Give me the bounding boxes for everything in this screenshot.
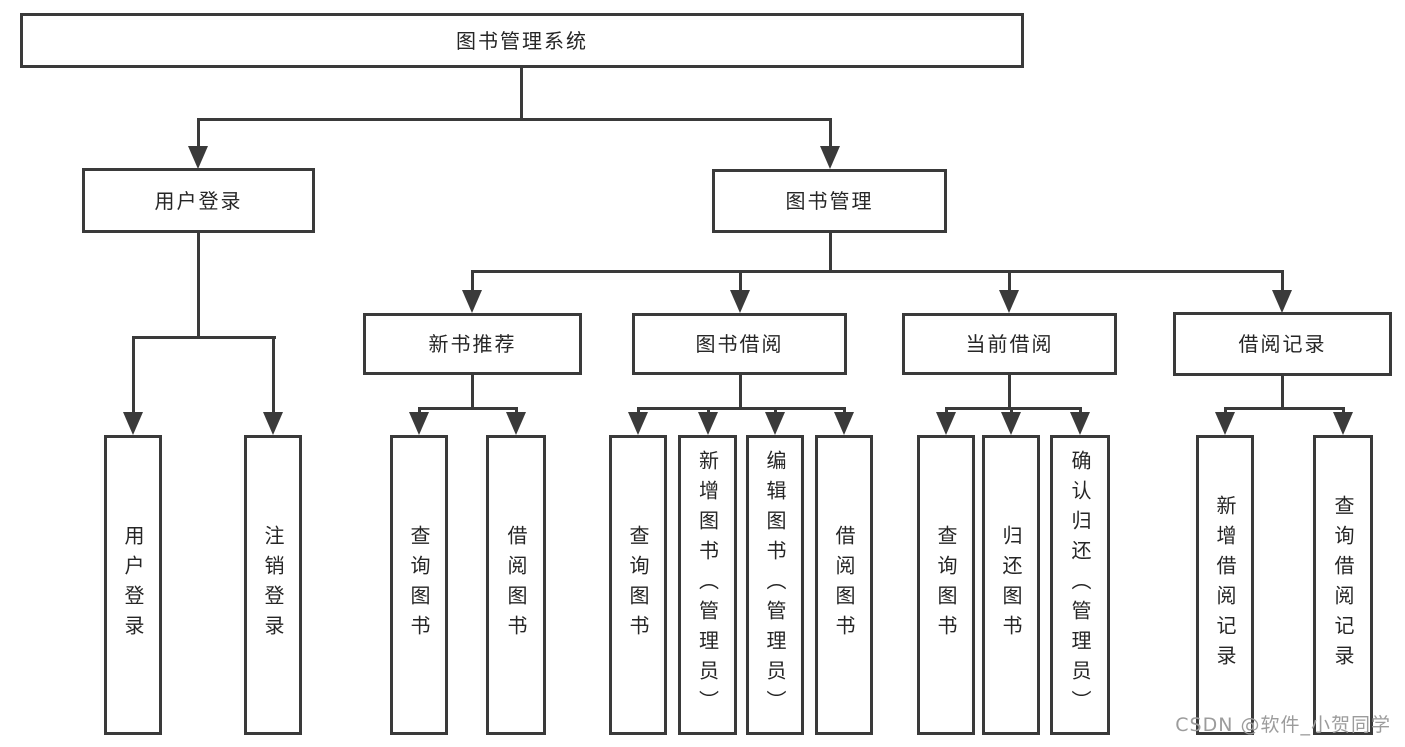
arrow-down-icon xyxy=(1333,412,1353,435)
leaf-query-borrow-record: 查询借阅记录 xyxy=(1313,435,1373,735)
leaf-confirm-return-admin: 确认归还（管理员） xyxy=(1050,435,1110,735)
node-user-login: 用户登录 xyxy=(82,168,315,233)
node-user-login-label: 用户登录 xyxy=(154,188,243,213)
arrow-down-icon xyxy=(123,412,143,435)
connector-line xyxy=(471,270,1284,273)
arrow-down-icon xyxy=(462,290,482,313)
connector-line xyxy=(707,407,710,415)
node-book-borrowing-label: 图书借阅 xyxy=(695,332,784,356)
leaf-edit-books-admin-label: 编辑图书（管理员） xyxy=(763,450,787,720)
node-book-management-label: 图书管理 xyxy=(785,189,874,213)
node-new-book-recommend: 新书推荐 xyxy=(363,313,582,375)
leaf-logout-label: 注销登录 xyxy=(261,525,285,645)
connector-line xyxy=(1342,407,1345,415)
connector-line xyxy=(774,407,777,415)
leaf-add-books-admin: 新增图书（管理员） xyxy=(678,435,737,735)
connector-line xyxy=(1281,374,1284,409)
connector-line xyxy=(1008,373,1011,409)
arrow-down-icon xyxy=(1070,412,1090,435)
connector-line xyxy=(1281,270,1284,292)
leaf-query-books-2-label: 查询图书 xyxy=(626,525,650,645)
leaf-return-books: 归还图书 xyxy=(982,435,1040,735)
connector-line xyxy=(520,68,523,118)
node-root-label: 图书管理系统 xyxy=(456,28,588,53)
leaf-query-books-1: 查询图书 xyxy=(390,435,448,735)
arrow-down-icon xyxy=(936,412,956,435)
connector-line xyxy=(197,118,200,148)
leaf-confirm-return-admin-label: 确认归还（管理员） xyxy=(1068,450,1092,720)
node-borrow-records-label: 借阅记录 xyxy=(1238,332,1327,356)
arrow-down-icon xyxy=(628,412,648,435)
connector-line xyxy=(829,118,832,148)
connector-line xyxy=(1224,407,1345,410)
arrow-down-icon xyxy=(1272,290,1292,313)
connector-line xyxy=(843,407,846,415)
connector-line xyxy=(132,336,135,414)
leaf-query-books-2: 查询图书 xyxy=(609,435,667,735)
connector-line xyxy=(471,270,474,292)
leaf-query-books-1-label: 查询图书 xyxy=(407,525,431,645)
arrow-down-icon xyxy=(1215,412,1235,435)
leaf-borrow-books-1: 借阅图书 xyxy=(486,435,546,735)
connector-line xyxy=(272,336,275,414)
arrow-down-icon xyxy=(506,412,526,435)
arrow-down-icon xyxy=(263,412,283,435)
arrow-down-icon xyxy=(409,412,429,435)
csdn-watermark: CSDN @软件_小贺同学 xyxy=(1175,714,1391,736)
leaf-add-borrow-record-label: 新增借阅记录 xyxy=(1213,495,1237,675)
node-current-borrowing: 当前借阅 xyxy=(902,313,1117,375)
node-new-book-recommend-label: 新书推荐 xyxy=(428,332,517,356)
leaf-query-borrow-record-label: 查询借阅记录 xyxy=(1331,495,1355,675)
arrow-down-icon xyxy=(188,146,208,169)
arrow-down-icon xyxy=(1001,412,1021,435)
leaf-user-login-label: 用户登录 xyxy=(121,525,145,645)
leaf-user-login: 用户登录 xyxy=(104,435,162,735)
connector-line xyxy=(132,336,276,339)
leaf-borrow-books-2-label: 借阅图书 xyxy=(832,525,856,645)
leaf-borrow-books-2: 借阅图书 xyxy=(815,435,873,735)
leaf-query-books-3-label: 查询图书 xyxy=(934,525,958,645)
connector-line xyxy=(945,407,948,415)
node-borrow-records: 借阅记录 xyxy=(1173,312,1392,376)
node-root-system: 图书管理系统 xyxy=(20,13,1024,68)
leaf-borrow-books-1-label: 借阅图书 xyxy=(504,525,528,645)
connector-line xyxy=(418,407,421,415)
leaf-edit-books-admin: 编辑图书（管理员） xyxy=(746,435,804,735)
connector-line xyxy=(637,407,640,415)
arrow-down-icon xyxy=(730,290,750,313)
node-book-borrowing: 图书借阅 xyxy=(632,313,847,375)
connector-line xyxy=(197,118,832,121)
node-book-management: 图书管理 xyxy=(712,169,947,233)
connector-line xyxy=(471,373,474,409)
leaf-add-books-admin-label: 新增图书（管理员） xyxy=(695,450,720,720)
arrow-down-icon xyxy=(999,290,1019,313)
connector-line xyxy=(1010,407,1013,415)
connector-line xyxy=(1008,270,1011,292)
leaf-add-borrow-record: 新增借阅记录 xyxy=(1196,435,1254,735)
connector-line xyxy=(637,407,846,410)
connector-line xyxy=(1079,407,1082,415)
connector-line xyxy=(418,407,518,410)
arrow-down-icon xyxy=(765,412,785,435)
leaf-return-books-label: 归还图书 xyxy=(999,525,1023,645)
leaf-query-books-3: 查询图书 xyxy=(917,435,975,735)
arrow-down-icon xyxy=(820,146,840,169)
connector-line xyxy=(829,231,832,272)
connector-line xyxy=(1224,407,1227,415)
node-current-borrowing-label: 当前借阅 xyxy=(965,332,1054,356)
connector-line xyxy=(515,407,518,415)
connector-line xyxy=(739,270,742,292)
leaf-logout: 注销登录 xyxy=(244,435,302,735)
connector-line xyxy=(197,231,200,338)
connector-line xyxy=(739,373,742,409)
connector-line xyxy=(945,407,1082,410)
arrow-down-icon xyxy=(834,412,854,435)
arrow-down-icon xyxy=(698,412,718,435)
